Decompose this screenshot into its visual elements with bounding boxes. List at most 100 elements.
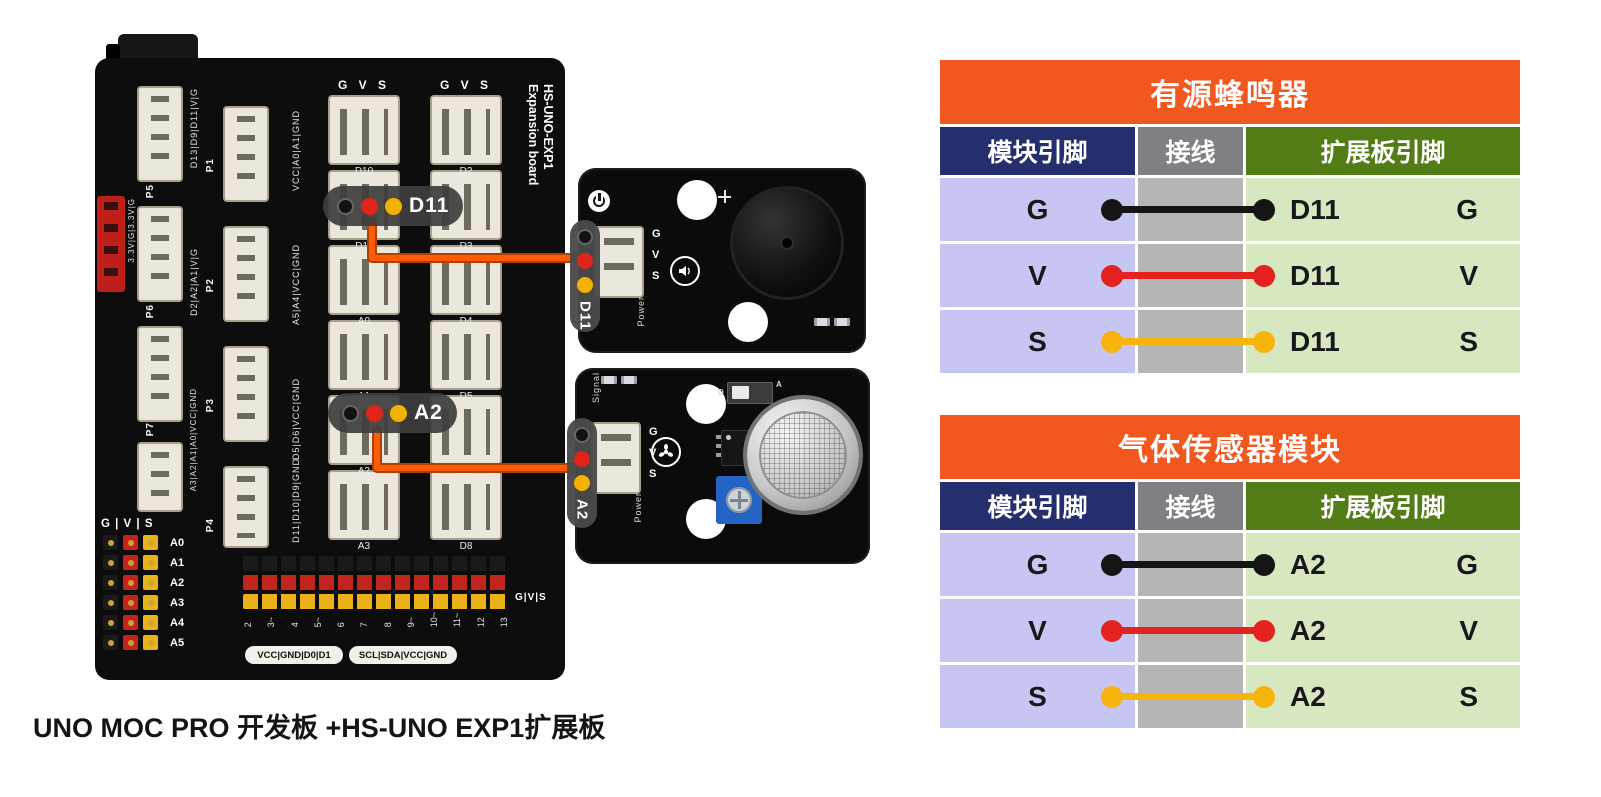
board-pin: D11 — [1290, 259, 1340, 291]
connector-label: A0 — [357, 316, 371, 327]
board-pin-type: G — [1456, 548, 1478, 580]
wire-dot-red — [361, 197, 378, 215]
wire-dot-yellow — [385, 197, 402, 215]
digital-pin-row-s — [243, 594, 509, 609]
board-name-line2: Expansion board — [526, 84, 540, 186]
wire-graphic — [1101, 198, 1275, 221]
table-title: 气体传感器模块 — [940, 415, 1520, 479]
board-name-line1: HS-UNO-EXP1 — [541, 84, 555, 170]
jst-connector — [223, 106, 269, 202]
port-label: P1 — [205, 158, 216, 173]
smd-component — [601, 376, 617, 384]
gvs-header-analog: G | V | S — [101, 518, 154, 530]
table-header-row: 模块引脚 接线 扩展板引脚 — [940, 127, 1520, 175]
board-pin-type: S — [1459, 325, 1478, 357]
table-row: S A2 S — [940, 665, 1520, 728]
wire-dot-black — [337, 197, 354, 215]
analog-pin-row: A1 — [103, 555, 184, 570]
gas-sensor-module: D A G V S Signal Power A2 — [567, 368, 870, 564]
callout-label: A2 — [414, 401, 443, 424]
header-board-pin: 扩展板引脚 — [1246, 127, 1520, 175]
table-row: G A2 G — [940, 533, 1520, 596]
connector-label: A2 — [357, 466, 371, 477]
pin-strip-label: D11|D10|D9|GND — [291, 458, 301, 543]
module-jst-connector — [591, 422, 641, 494]
jst-connector — [223, 226, 269, 322]
header-module-pin: 模块引脚 — [940, 482, 1135, 530]
speaker-icon — [670, 256, 700, 286]
connector-label: D4 — [459, 316, 473, 327]
header-module-pin: 模块引脚 — [940, 127, 1135, 175]
analog-pin-row: A5 — [103, 635, 184, 650]
gas-fan-icon — [651, 437, 681, 467]
jst-connector-d8 — [430, 470, 502, 540]
wire-graphic — [1101, 330, 1275, 353]
jst-connector — [223, 346, 269, 442]
jst-connector-d10 — [328, 95, 400, 165]
power-label: Power — [636, 296, 646, 327]
power-pin-connector — [97, 196, 125, 292]
pin-strip-label: A3|A2|A1|A0|VCC|GND — [189, 388, 198, 492]
connector-label: D6 — [459, 466, 473, 477]
board-pin: A2 — [1290, 680, 1326, 712]
wire-dot-black — [342, 404, 359, 422]
digital-pin-numbers: 2 3~ 4 5~ 6 7 8 9~ 10~ 11~ 12 13 — [243, 612, 509, 628]
module-jst-connector — [594, 226, 644, 298]
mode-switch — [727, 382, 773, 404]
module-gvs-labels: G V S — [652, 228, 661, 282]
port-label: P2 — [205, 278, 216, 293]
caption: UNO MOC PRO 开发板 +HS-UNO EXP1扩展板 — [33, 713, 606, 743]
pin-strip-label: VCC|A0|A1|GND — [291, 110, 301, 192]
smd-component — [814, 318, 830, 326]
a2-callout: A2 — [328, 393, 457, 433]
gas-wiring-table: 气体传感器模块 模块引脚 接线 扩展板引脚 G A2 G V A2 V S — [940, 415, 1520, 728]
table-row: G D11 G — [940, 178, 1520, 241]
connector-label: D10 — [354, 166, 374, 177]
wire-dot-black — [574, 427, 590, 443]
analog-label: A3 — [170, 596, 185, 609]
d11-callout: D11 — [323, 186, 464, 226]
connector-label: A3 — [357, 541, 371, 552]
wire-dot-red — [366, 404, 383, 422]
pin-strip-label: 3.3V|G|3.3V|G — [127, 198, 136, 263]
digital-pin-row-v — [243, 575, 509, 590]
power-label: Power — [633, 492, 643, 523]
digital-pin-row-g — [243, 556, 509, 571]
gas-pin-callout: A2 — [567, 418, 597, 528]
table-title: 有源蜂鸣器 — [940, 60, 1520, 124]
board-pin-type: G — [1456, 193, 1478, 225]
buzzer-wiring-table: 有源蜂鸣器 模块引脚 接线 扩展板引脚 G D11 G V D11 V S — [940, 60, 1520, 373]
wire-dot-yellow — [577, 277, 593, 293]
smd-component — [834, 318, 850, 326]
wire-graphic — [1101, 685, 1275, 708]
pin-label-g: G — [649, 426, 658, 438]
buzzer-component — [730, 186, 844, 300]
connector-label: D3 — [459, 241, 473, 252]
switch-label-d: D — [718, 388, 724, 397]
wire-dot-yellow — [390, 404, 407, 422]
header-board-pin: 扩展板引脚 — [1246, 482, 1520, 530]
analog-label: A0 — [170, 536, 185, 549]
analog-pin-row: A0 — [103, 535, 184, 550]
port-label: P3 — [205, 398, 216, 413]
wire-dot-red — [574, 451, 590, 467]
jst-connector-a1 — [328, 320, 400, 390]
wire-graphic — [1101, 619, 1275, 642]
board-pin-type: V — [1459, 259, 1478, 291]
board-pin: D11 — [1290, 325, 1340, 357]
connector-label: D8 — [459, 541, 473, 552]
pin-strip-label: A5|A4|VCC|GND — [291, 244, 301, 326]
header-wiring: 接线 — [1138, 127, 1243, 175]
board-pin-type: V — [1459, 614, 1478, 646]
jst-connector-a3 — [328, 470, 400, 540]
pin-strip-label: D5|D6|VCC|GND — [291, 378, 301, 461]
analog-label: A5 — [170, 636, 185, 649]
analog-label: A1 — [170, 556, 185, 569]
mounting-hole — [728, 302, 768, 342]
pin-label-s: S — [649, 468, 657, 480]
analog-label: A4 — [170, 616, 185, 629]
jst-connector-d2 — [430, 95, 502, 165]
mounting-hole — [686, 384, 726, 424]
wire-graphic — [1101, 553, 1275, 576]
